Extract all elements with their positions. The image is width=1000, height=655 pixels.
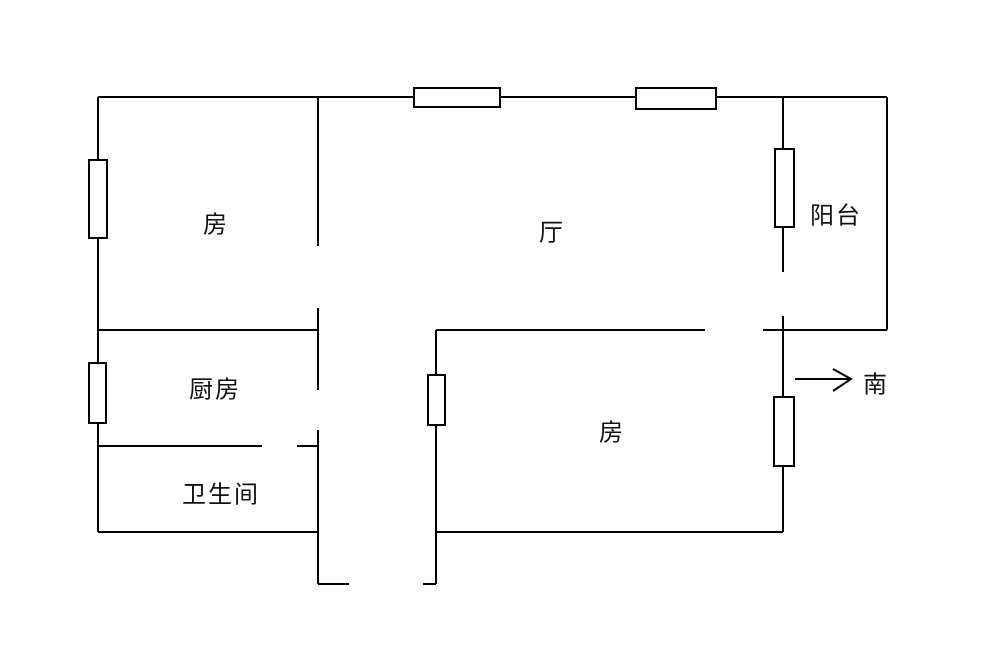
window: [774, 148, 795, 228]
room-label-bedroom-1: 房: [203, 210, 229, 239]
compass-south-label: 南: [863, 370, 889, 399]
window: [413, 87, 501, 108]
south-arrow-icon: [795, 368, 853, 392]
room-label-living-room: 厅: [539, 218, 565, 247]
window: [773, 396, 795, 467]
window: [635, 87, 717, 110]
room-label-balcony: 阳台: [810, 201, 862, 230]
window: [88, 159, 108, 239]
window: [427, 374, 446, 426]
window: [88, 362, 107, 424]
room-label-bedroom-2: 房: [599, 418, 625, 447]
room-label-bathroom: 卫生间: [182, 480, 260, 509]
room-label-kitchen: 厨房: [189, 375, 241, 404]
